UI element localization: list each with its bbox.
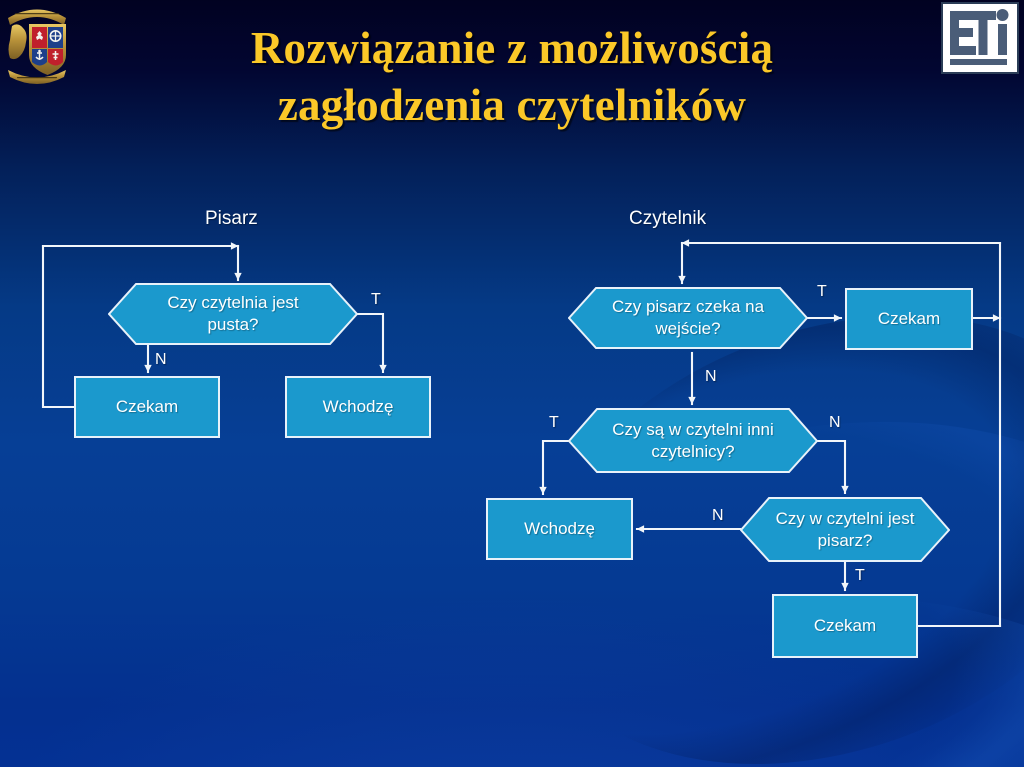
- hexagon-shape: [568, 408, 818, 473]
- wire-n2-loopback: [41, 244, 76, 409]
- hexagon-shape: [108, 283, 358, 345]
- edge-label-n8-false: N: [712, 507, 724, 524]
- node-label: Czekam: [115, 397, 179, 417]
- edge-label-n1-true: T: [371, 291, 381, 308]
- node-label: Czekam: [813, 616, 877, 636]
- decision-czy-w-czytelni-jest-pisarz[interactable]: Czy w czytelni jest pisarz?: [740, 497, 950, 562]
- hexagon-shape: [740, 497, 950, 562]
- process-czekam-pisarz[interactable]: Czekam: [74, 376, 220, 438]
- node-label: Czy pisarz czeka na wejście?: [611, 297, 765, 338]
- node-label: Wchodzę: [524, 519, 595, 539]
- node-label: Czy w czytelni jest pisarz?: [775, 508, 915, 550]
- wire-n6-N-n8: [816, 439, 849, 495]
- edge-label-n6-false: N: [829, 414, 841, 431]
- title-line-1: Rozwiązanie z możliwością: [250, 23, 774, 73]
- node-label: Czy czytelnia jest pusta?: [167, 293, 299, 334]
- title-line-2: zagłodzenia czytelników: [277, 79, 747, 130]
- decision-czy-sa-w-czytelni-inni-czytelnicy[interactable]: Czy są w czytelni inni czytelnicy?: [568, 408, 818, 473]
- edge-label-n6-true: T: [549, 414, 559, 431]
- lane-label-pisarz: Pisarz: [205, 208, 258, 229]
- edge-label-n8-true: T: [855, 567, 865, 584]
- hexagon-shape: [568, 287, 808, 349]
- node-label: Wchodzę: [322, 397, 394, 417]
- wire-n1-T-n3: [356, 312, 387, 374]
- university-crest-logo: [2, 0, 72, 86]
- edge-label-n4-false: N: [705, 368, 717, 385]
- edge-label-n1-false: N: [155, 351, 167, 368]
- process-wchodze-czytelnik[interactable]: Wchodzę: [486, 498, 633, 560]
- node-label: Czekam: [877, 309, 941, 329]
- eti-faculty-logo: [940, 2, 1020, 78]
- decision-czy-pisarz-czeka-na-wejscie[interactable]: Czy pisarz czeka na wejście?: [568, 287, 808, 349]
- process-wchodze-pisarz[interactable]: Wchodzę: [285, 376, 431, 438]
- lane-label-czytelnik: Czytelnik: [629, 208, 707, 229]
- process-czekam-czytelnik-2[interactable]: Czekam: [772, 594, 918, 658]
- edge-label-n4-true: T: [817, 283, 827, 300]
- node-label: Czy są w czytelni inni czytelnicy?: [612, 419, 774, 461]
- process-czekam-czytelnik-1[interactable]: Czekam: [845, 288, 973, 350]
- page-title: Rozwiązanie z możliwością zagłodzenia cz…: [120, 20, 904, 133]
- wire-n6-T-n7: [539, 439, 570, 496]
- decision-czy-czytelnia-jest-pusta[interactable]: Czy czytelnia jest pusta?: [108, 283, 358, 345]
